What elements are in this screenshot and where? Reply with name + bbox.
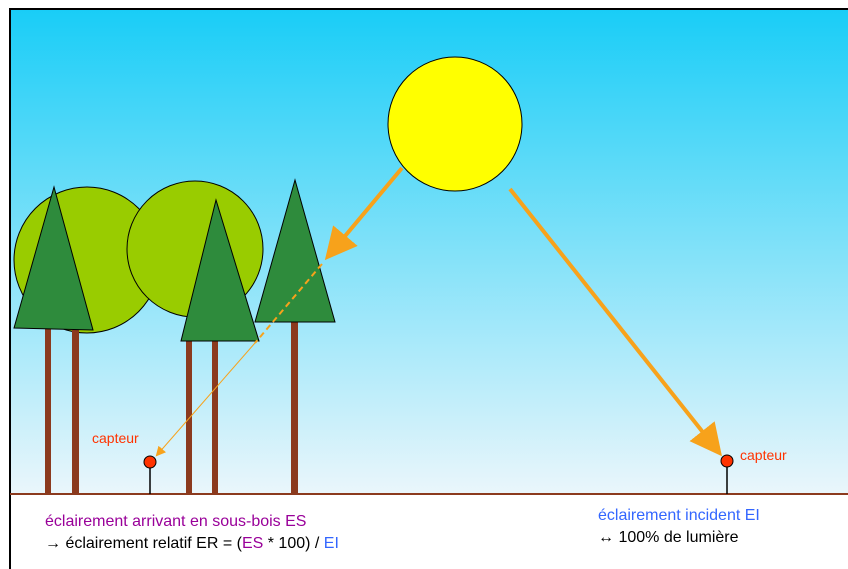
forest-caption-line1: éclairement arrivant en sous-bois ES: [45, 513, 307, 530]
forest-sensor: [143, 455, 157, 469]
open-sensor-label: capteur: [740, 447, 787, 463]
tree-trunk: [72, 330, 79, 494]
open-caption-line2: ↔ 100% de lumière: [598, 529, 739, 546]
tree-trunk: [186, 340, 192, 494]
forest-sensor-label: capteur: [92, 430, 139, 446]
ground-area: [11, 494, 848, 569]
sun: [387, 56, 523, 192]
conifer-crown: [254, 178, 336, 323]
formula-ei: EI: [323, 535, 339, 552]
attenuated-ray-to-sensor: [155, 342, 256, 457]
formula-mid: * 100) /: [263, 535, 324, 552]
tree-trunk: [212, 340, 218, 494]
forest-caption-line2: → éclairement relatif ER = (ES * 100) / …: [45, 534, 339, 554]
sun-ray-to-open-sensor: [508, 187, 722, 457]
sun-ray-through-canopy: [254, 263, 323, 344]
sun-ray-to-forest: [324, 166, 404, 261]
tree-trunk: [45, 325, 51, 494]
formula-prefix: → éclairement relatif ER = (: [45, 535, 242, 552]
conifer-crown: [180, 198, 260, 342]
conifer-crown: [13, 185, 94, 331]
open-sensor: [720, 454, 734, 468]
tree-trunk: [291, 320, 298, 494]
open-caption-line1: éclairement incident EI: [598, 507, 760, 524]
formula-es: ES: [241, 535, 264, 552]
